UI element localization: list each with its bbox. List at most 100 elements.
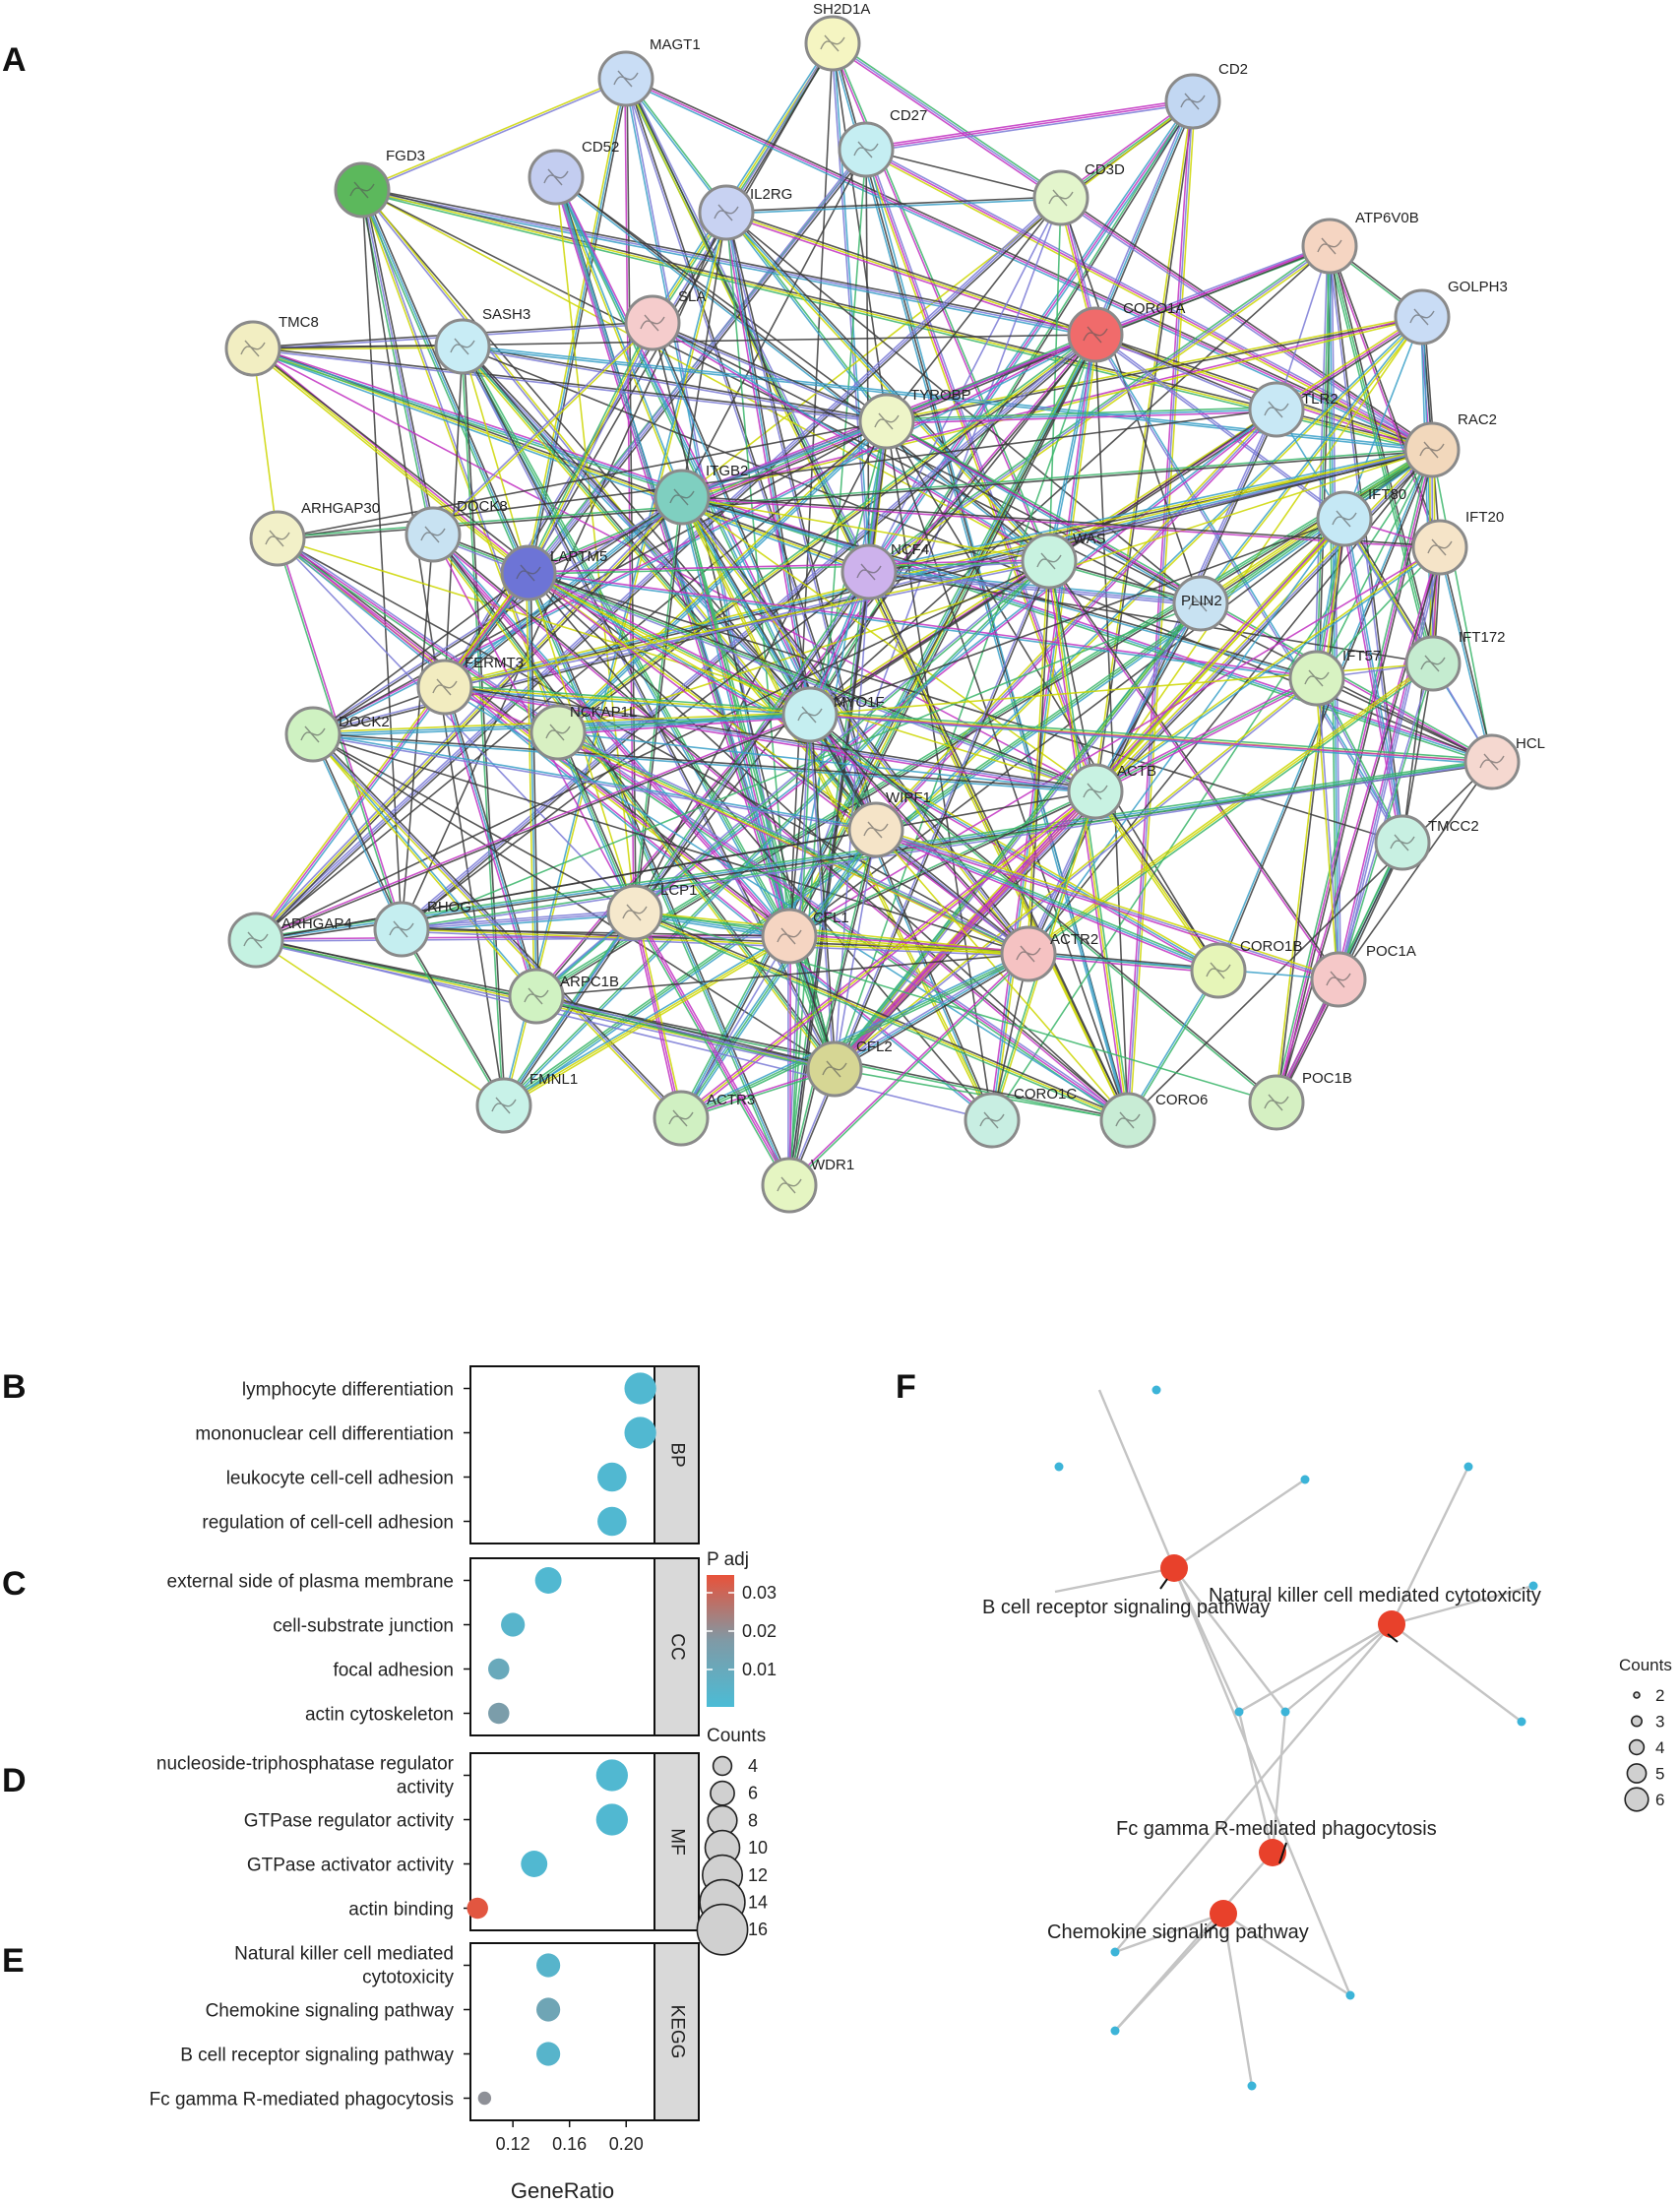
- ppi-edge: [277, 448, 1432, 538]
- term-label: actin binding: [348, 1900, 454, 1921]
- node-label: TMCC2: [1428, 818, 1479, 835]
- node-label: PLIN2: [1181, 593, 1222, 609]
- ppi-edge: [504, 451, 1434, 1108]
- protein-structure-icon: [856, 563, 882, 581]
- ppi-edge: [887, 317, 1423, 423]
- ppi-edge: [256, 938, 1129, 1120]
- ppi-edge: [626, 76, 1434, 449]
- ppi-edge: [1331, 245, 1341, 979]
- cnet-edge: [1173, 1479, 1306, 1569]
- ppi-edge: [868, 447, 1432, 571]
- ppi-edge: [401, 928, 1029, 955]
- ppi-edge: [559, 730, 638, 913]
- ppi-edge: [557, 712, 810, 731]
- node-ncf4: NCF4: [840, 541, 929, 600]
- ppi-edge: [462, 346, 529, 574]
- ppi-edge: [401, 760, 1492, 929]
- ppi-edge: [625, 78, 1433, 451]
- protein-structure-icon: [1419, 441, 1445, 459]
- ppi-edge: [836, 603, 1204, 1071]
- gene-node: [1110, 2026, 1120, 2036]
- ppi-edge: [634, 912, 1277, 1103]
- ppi-nodes: SH2D1AMAGT1CD2CD27FGD3CD52IL2RGCD3DATP6V…: [224, 1, 1545, 1214]
- facet-frame: [469, 1942, 655, 2121]
- ppi-edge: [1339, 547, 1443, 980]
- protein-structure-icon: [777, 927, 802, 945]
- ppi-edge: [868, 573, 1201, 606]
- protein-structure-icon: [822, 1060, 847, 1078]
- ppi-edge: [1094, 334, 1129, 1121]
- ppi-edge: [432, 534, 836, 1070]
- ppi-edge: [255, 829, 877, 941]
- ppi-edge: [1094, 677, 1318, 792]
- protein-structure-icon: [516, 564, 541, 582]
- counts-legend-label: 4: [748, 1756, 758, 1776]
- term-dot: [467, 1897, 488, 1920]
- ppi-edge: [727, 210, 1052, 561]
- ppi-edge: [558, 716, 811, 735]
- ppi-edge: [1128, 971, 1220, 1121]
- node-label: RHOG: [427, 899, 471, 915]
- gene-node: [1280, 1707, 1290, 1717]
- node-golph3: GOLPH3: [1394, 279, 1508, 346]
- ppi-edge: [557, 714, 811, 733]
- node-label: NCKAP1L: [570, 704, 637, 721]
- cnet-legend-label: 2: [1655, 1686, 1664, 1705]
- protein-structure-icon: [1115, 1111, 1141, 1129]
- ppi-edge: [868, 560, 1050, 573]
- ppi-edge: [1027, 662, 1434, 955]
- pathway-node: [1160, 1554, 1188, 1582]
- node-sla: SLA: [624, 288, 706, 351]
- ppi-edge: [1317, 677, 1340, 979]
- node-coro1b: CORO1B: [1190, 938, 1302, 999]
- ppi-edge: [1438, 547, 1492, 763]
- ppi-edge: [1027, 661, 1433, 953]
- ppi-edge: [276, 539, 1128, 1123]
- ppi-edge: [401, 571, 870, 930]
- ppi-edge: [1315, 678, 1402, 844]
- ppi-edge: [833, 676, 1317, 1069]
- ppi-edge: [626, 78, 791, 936]
- node-label: MYO1F: [834, 694, 885, 711]
- node-label: IFT20: [1465, 509, 1504, 526]
- ppi-edge: [1027, 518, 1345, 955]
- padj-tick-label: 0.03: [742, 1583, 777, 1603]
- ppi-edge: [809, 245, 1331, 716]
- cnet-legend-dot: [1633, 1691, 1641, 1699]
- ppi-edge: [723, 213, 1048, 564]
- ppi-edge: [876, 828, 1030, 954]
- ppi-edge: [278, 536, 1130, 1119]
- ppi-edge: [311, 734, 402, 930]
- term-label: external side of plasma membrane: [167, 1572, 454, 1593]
- ppi-edge: [1046, 561, 1127, 1121]
- counts-legend-label: 14: [748, 1893, 768, 1913]
- cnet-edge: [1172, 1567, 1352, 1996]
- ppi-edge: [528, 572, 1029, 955]
- facet-strip-label: CC: [666, 1633, 687, 1660]
- ppi-edge: [876, 827, 1339, 978]
- node-nckap1l: NCKAP1L: [529, 704, 637, 761]
- ppi-edge: [833, 42, 871, 572]
- ppi-edge: [557, 731, 1029, 955]
- ppi-edge: [430, 535, 788, 938]
- ppi-edge: [527, 574, 810, 718]
- gene-node: [1247, 2081, 1257, 2091]
- term-label-line: Natural killer cell mediated: [234, 1944, 454, 1965]
- ppi-edge: [1092, 99, 1192, 335]
- ppi-edge: [788, 546, 1441, 937]
- ppi-edge: [528, 573, 1317, 680]
- node-wdr1: WDR1: [761, 1157, 854, 1214]
- ppi-edge: [558, 729, 1030, 953]
- ppi-edge: [886, 407, 1276, 420]
- ppi-edge: [445, 561, 1050, 689]
- node-dock8: DOCK8: [404, 498, 508, 563]
- ppi-edge: [832, 788, 1094, 1069]
- ppi-edge: [402, 928, 506, 1105]
- ppi-edge: [502, 933, 789, 1104]
- node-label: CFL1: [813, 910, 849, 926]
- ppi-edge: [787, 829, 876, 1185]
- ppi-edge: [635, 410, 1278, 914]
- ppi-edge: [400, 929, 504, 1106]
- node-sh2d1a: SH2D1A: [804, 1, 870, 72]
